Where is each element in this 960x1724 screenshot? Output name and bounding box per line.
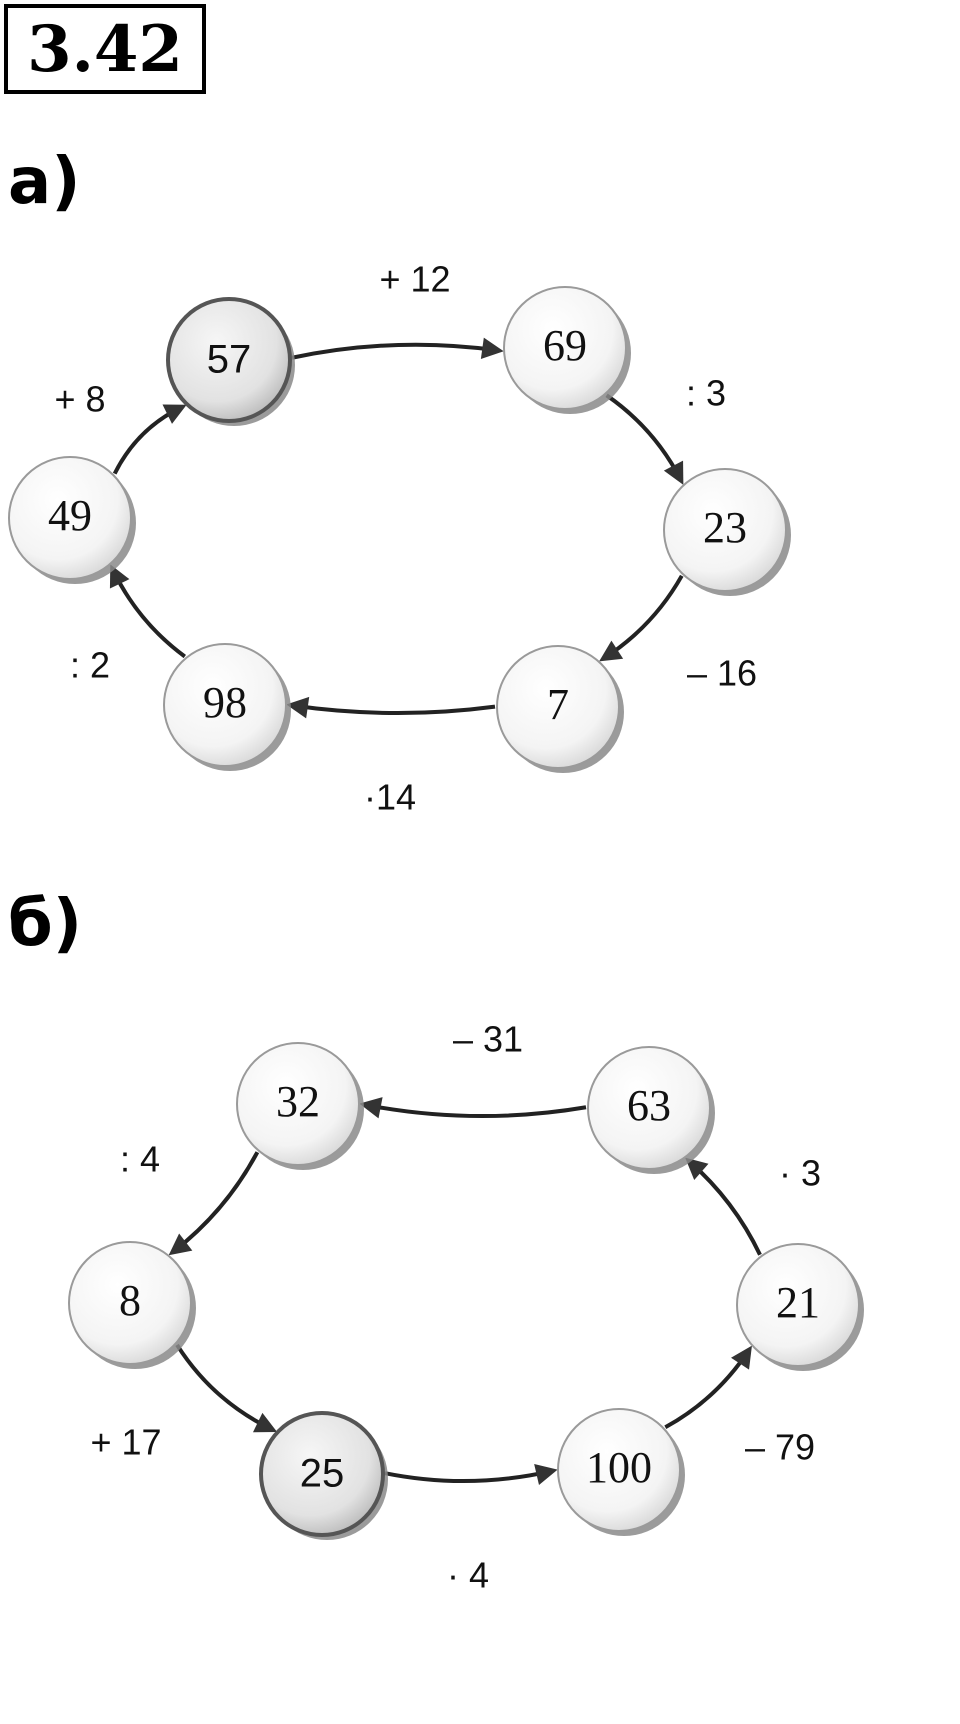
number-node: 69 bbox=[503, 286, 631, 414]
operation-label-a23: – 16 bbox=[687, 653, 757, 694]
number-node: 7 bbox=[496, 645, 624, 773]
operation-label-b100: – 79 bbox=[745, 1427, 815, 1468]
node-value: 7 bbox=[547, 680, 569, 729]
number-node: 100 bbox=[557, 1408, 685, 1536]
number-node: 49 bbox=[8, 456, 136, 584]
arrow-b25-to-b100 bbox=[384, 1463, 558, 1486]
operation-label-a7: ·14 bbox=[364, 777, 416, 818]
operation-label-b21: · 3 bbox=[779, 1153, 821, 1194]
arrow-b63-to-b32 bbox=[359, 1097, 587, 1119]
operation-label-b32: : 4 bbox=[120, 1139, 160, 1180]
node-value: 21 bbox=[776, 1278, 820, 1327]
number-node: 98 bbox=[163, 643, 291, 771]
arrow-a69-to-a23 bbox=[605, 393, 684, 485]
node-value: 49 bbox=[48, 491, 92, 540]
number-node: 63 bbox=[587, 1046, 715, 1174]
node-circle bbox=[163, 643, 287, 767]
operation-label-a69: : 3 bbox=[686, 373, 726, 414]
node-value: 32 bbox=[276, 1077, 320, 1126]
node-circle bbox=[587, 1046, 711, 1170]
operation-label-a49: + 8 bbox=[54, 379, 105, 420]
node-value: 69 bbox=[543, 321, 587, 370]
arrow-a98-to-a49 bbox=[109, 564, 186, 659]
number-node: 32 bbox=[236, 1042, 364, 1170]
arrow-b8-to-b25 bbox=[175, 1343, 278, 1433]
node-value: 23 bbox=[703, 503, 747, 552]
start-node: 25 bbox=[259, 1411, 388, 1540]
node-value: 8 bbox=[119, 1276, 141, 1325]
node-circle bbox=[8, 456, 132, 580]
node-circle bbox=[496, 645, 620, 769]
operation-label-a98: : 2 bbox=[70, 645, 110, 686]
node-value: 57 bbox=[207, 338, 252, 382]
part-a-label: а) bbox=[8, 145, 81, 219]
arrow-a7-to-a98 bbox=[286, 696, 496, 719]
arrow-b100-to-b21 bbox=[664, 1345, 752, 1430]
arrow-a57-to-a69 bbox=[291, 337, 504, 360]
node-circle bbox=[68, 1241, 192, 1365]
node-circle bbox=[663, 468, 787, 592]
part-b-label: б) bbox=[8, 887, 82, 961]
arrow-a23-to-a7 bbox=[599, 574, 684, 662]
node-circle bbox=[557, 1408, 681, 1532]
arrow-b21-to-b63 bbox=[685, 1157, 762, 1256]
operation-label-b25: · 4 bbox=[447, 1555, 489, 1596]
node-value: 63 bbox=[627, 1081, 671, 1130]
arrow-a49-to-a57 bbox=[112, 404, 187, 475]
node-circle bbox=[236, 1042, 360, 1166]
operation-label-b63: – 31 bbox=[453, 1019, 523, 1060]
arrow-b32-to-b8 bbox=[168, 1151, 260, 1256]
node-circle bbox=[503, 286, 627, 410]
number-node: 23 bbox=[663, 468, 791, 596]
node-value: 100 bbox=[586, 1443, 652, 1492]
operation-label-b8: + 17 bbox=[90, 1422, 161, 1463]
node-circle bbox=[166, 297, 292, 423]
number-node: 21 bbox=[736, 1243, 864, 1371]
node-circle bbox=[259, 1411, 385, 1537]
node-value: 98 bbox=[203, 678, 247, 727]
operation-label-a57: + 12 bbox=[379, 259, 450, 300]
problem-number: 3.42 bbox=[4, 4, 206, 94]
node-circle bbox=[736, 1243, 860, 1367]
node-value: 25 bbox=[300, 1452, 345, 1496]
number-node: 8 bbox=[68, 1241, 196, 1369]
start-node: 57 bbox=[166, 297, 295, 426]
